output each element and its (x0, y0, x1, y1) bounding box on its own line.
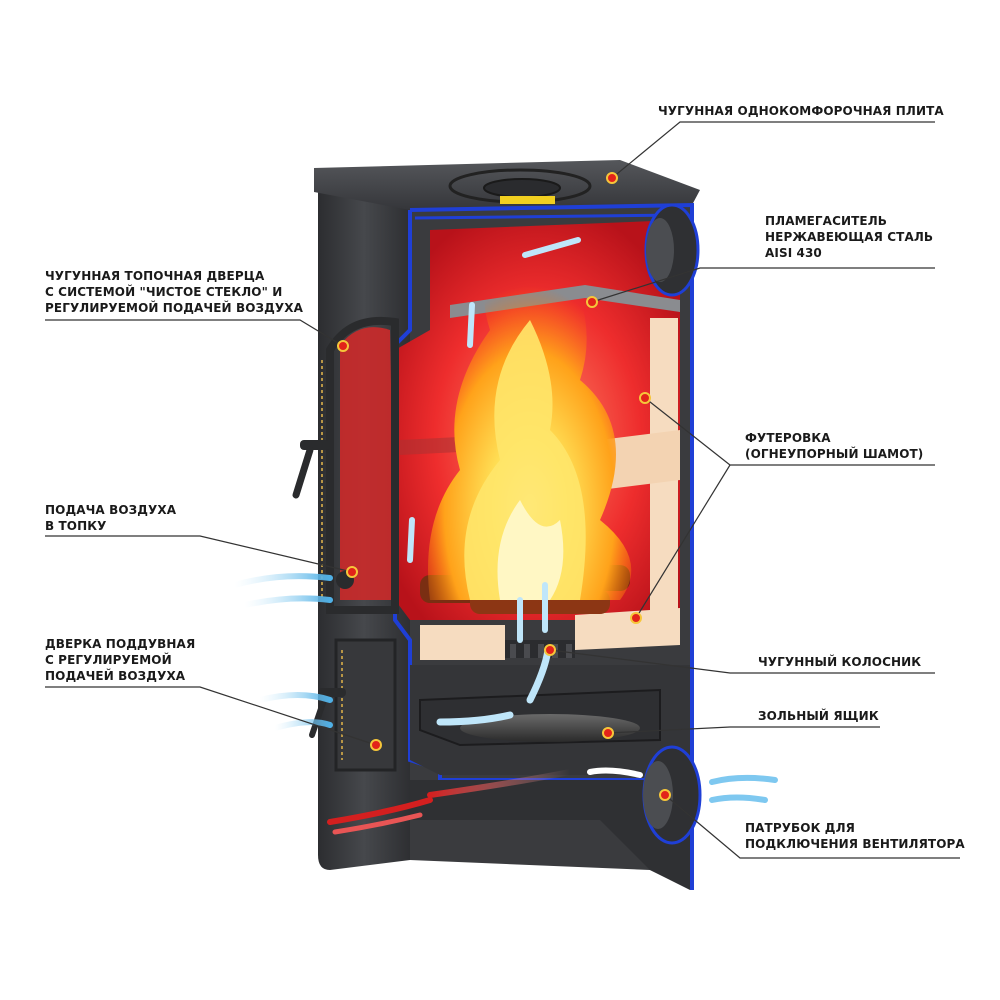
air-flow-arrows (232, 237, 778, 803)
marker-ash-door (370, 739, 382, 751)
label-grate: ЧУГУННЫЙ КОЛОСНИК (758, 654, 921, 670)
flue-pipe-inner (646, 218, 674, 282)
leader-fan-pipe (664, 794, 960, 859)
label-ash-door: ДВЕРКА ПОДДУВНАЯ С РЕГУЛИРУЕМОЙ ПОДАЧЕЙ … (45, 636, 195, 684)
burner-ring-inner (483, 178, 561, 198)
flame-damper-plate (450, 285, 680, 318)
label-fan-pipe: ПАТРУБОК ДЛЯ ПОДКЛЮЧЕНИЯ ВЕНТИЛЯТОРА (745, 820, 965, 852)
marker-firebox-door (337, 340, 349, 352)
marker-air-supply (346, 566, 358, 578)
label-firebox-door: ЧУГУННАЯ ТОПОЧНАЯ ДВЕРЦА С СИСТЕМОЙ "ЧИС… (45, 268, 303, 316)
label-flame-damper-line-1: ПЛАМЕГАСИТЕЛЬ (765, 214, 888, 228)
label-flame-damper-line-3: AISI 430 (765, 246, 822, 260)
leader-cooktop (611, 121, 935, 179)
marker-lining (639, 392, 651, 404)
marker-ash-box (602, 727, 614, 739)
leader-ash-door (45, 686, 377, 746)
label-lining-line-2: (ОГНЕУПОРНЫЙ ШАМОТ) (745, 447, 924, 461)
label-ash-box: ЗОЛЬНЫЙ ЯЩИК (758, 708, 879, 724)
leader-lines (45, 121, 960, 859)
leader-air-supply (45, 535, 353, 573)
marker-grate (544, 644, 556, 656)
label-lining: ФУТЕРОВКА (ОГНЕУПОРНЫЙ ШАМОТ) (745, 430, 923, 462)
label-cooktop: ЧУГУННАЯ ОДНОКОМФОРОЧНАЯ ПЛИТА (658, 103, 944, 119)
label-fan-pipe-line-2: ПОДКЛЮЧЕНИЯ ВЕНТИЛЯТОРА (745, 837, 965, 851)
label-flame-damper-line-2: НЕРЖАВЕЮЩАЯ СТАЛЬ (765, 230, 934, 244)
cast-iron-grate (505, 640, 575, 658)
label-ash-door-line-3: ПОДАЧЕЙ ВОЗДУХА (45, 669, 186, 683)
label-ash-door-line-1: ДВЕРКА ПОДДУВНАЯ (45, 637, 196, 651)
chamotte-floor-right (575, 608, 680, 650)
label-firebox-door-line-2: С СИСТЕМОЙ "ЧИСТОЕ СТЕКЛО" И (45, 285, 283, 299)
leader-firebox-door (45, 319, 344, 347)
label-fan-pipe-line-1: ПАТРУБОК ДЛЯ (745, 821, 855, 835)
marker-flame-damper (586, 296, 598, 308)
section-top-inner (414, 213, 686, 220)
callout-markers (337, 172, 671, 801)
door-handle (292, 440, 330, 499)
ash-door (334, 638, 397, 772)
chamotte-shelf (600, 430, 680, 490)
label-grate-line-1: ЧУГУННЫЙ КОЛОСНИК (758, 655, 922, 669)
cooktop-edge-highlight (500, 196, 555, 204)
label-flame-damper: ПЛАМЕГАСИТЕЛЬ НЕРЖАВЕЮЩАЯ СТАЛЬ AISI 430 (765, 213, 933, 261)
label-lining-line-1: ФУТЕРОВКА (745, 431, 831, 445)
marker-lining-floor (630, 612, 642, 624)
label-cooktop-line-1: ЧУГУННАЯ ОДНОКОМФОРОЧНАЯ ПЛИТА (658, 104, 944, 118)
stove-base (410, 780, 690, 890)
label-firebox-door-line-3: РЕГУЛИРУЕМОЙ ПОДАЧЕЙ ВОЗДУХА (45, 301, 303, 315)
ash-pile (460, 714, 640, 742)
leader-grate (549, 649, 935, 674)
label-air-supply: ПОДАЧА ВОЗДУХА В ТОПКУ (45, 502, 176, 534)
chamotte-floor-left (420, 625, 505, 660)
hot-air-arrows (327, 769, 573, 835)
stove-body (292, 160, 702, 890)
label-ash-box-line-1: ЗОЛЬНЫЙ ЯЩИК (758, 709, 879, 723)
flames (428, 230, 632, 600)
label-firebox-door-line-1: ЧУГУННАЯ ТОПОЧНАЯ ДВЕРЦА (45, 269, 265, 283)
label-ash-door-line-2: С РЕГУЛИРУЕМОЙ (45, 653, 172, 667)
ash-door-handle (309, 688, 346, 738)
firebox-door-frame (326, 316, 399, 614)
marker-cooktop (606, 172, 618, 184)
fan-pipe-inner (643, 761, 673, 829)
leader-flame-damper (591, 267, 935, 303)
label-air-supply-line-1: ПОДАЧА ВОЗДУХА (45, 503, 177, 517)
marker-fan-pipe (659, 789, 671, 801)
label-air-supply-line-2: В ТОПКУ (45, 519, 107, 533)
leader-lining-2 (635, 464, 731, 619)
section-outline (393, 202, 694, 890)
firebox-door (340, 327, 395, 600)
leader-ash-box (607, 726, 880, 734)
